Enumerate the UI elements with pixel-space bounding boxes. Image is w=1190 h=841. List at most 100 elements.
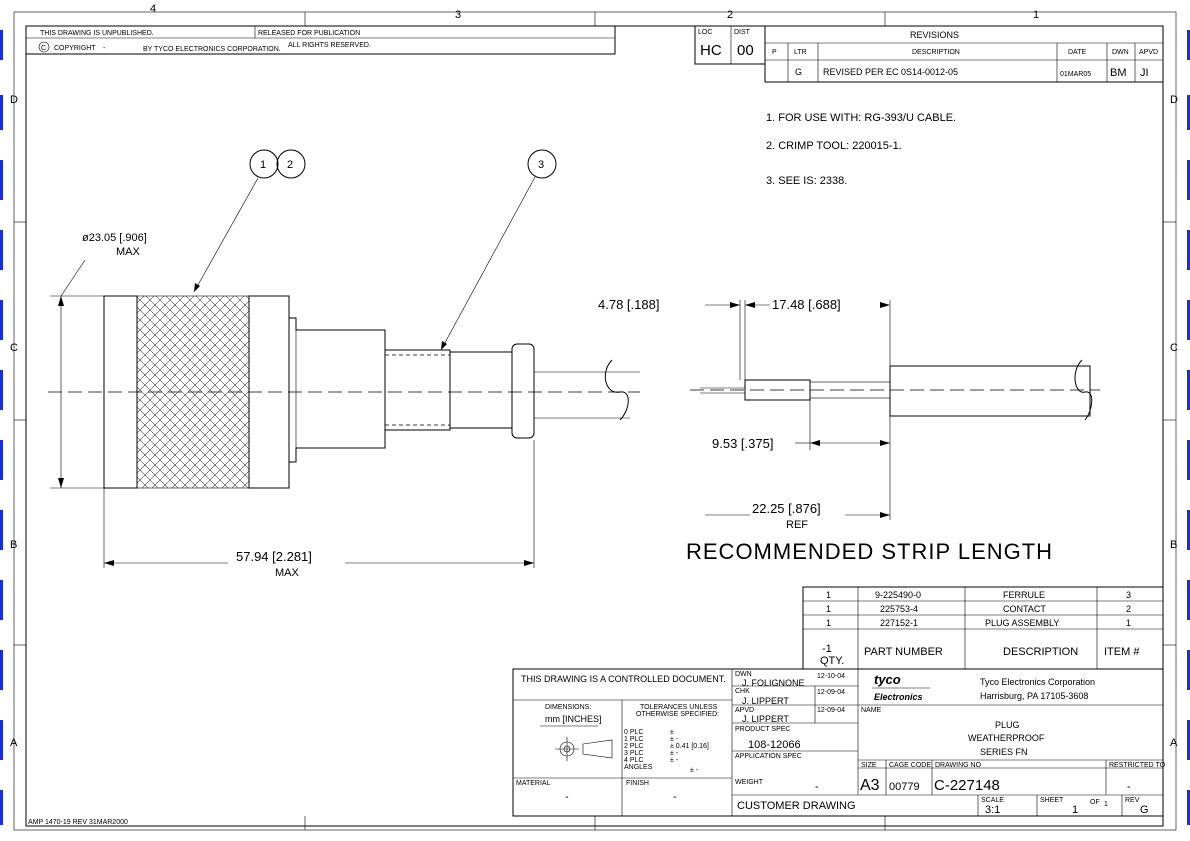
rev-header-dwn: DWN — [1112, 49, 1129, 56]
header-block: THIS DRAWING IS UNPUBLISHED. RELEASED FO… — [25, 25, 766, 65]
units-label: mm [INCHES] — [545, 714, 602, 724]
name-line-3: SERIES FN — [980, 747, 1028, 757]
name-line-1: PLUG — [995, 720, 1020, 730]
balloon-1-label: 1 — [260, 159, 266, 171]
loc-value: HC — [700, 42, 722, 59]
plug-assembly-drawing: ø23.05 [.906] MAX 57.94 [2.281] MAX — [48, 232, 640, 579]
note-3: 3. SEE IS: 2338. — [766, 175, 847, 187]
application-spec-label: APPLICATION SPEC — [735, 753, 802, 760]
size-label: SIZE — [861, 762, 877, 769]
size-value: A3 — [860, 777, 880, 794]
dist-label: DIST — [734, 29, 751, 36]
balloon-2-label: 2 — [287, 159, 293, 171]
chk-label: CHK — [735, 688, 750, 695]
plc-2-val: ± 0.41 [0.16] — [670, 743, 709, 750]
plc-0-val: ± — [670, 729, 674, 736]
bom-desc-3: FERRULE — [1003, 590, 1045, 600]
balloon-3 — [527, 149, 557, 179]
zone-side-a: A — [10, 737, 18, 749]
zone-side-a-right: A — [1170, 737, 1178, 749]
zone-side-c: C — [10, 342, 18, 354]
controlled-doc-text: THIS DRAWING IS A CONTROLLED DOCUMENT. — [521, 674, 726, 684]
bom-desc-2: CONTACT — [1003, 604, 1046, 614]
projection-symbol-icon — [555, 737, 613, 761]
length-max: MAX — [275, 567, 300, 579]
plc-2: 2 PLC — [624, 743, 643, 750]
svg-text:C: C — [41, 45, 46, 52]
company-name: Tyco Electronics Corporation — [980, 677, 1095, 687]
product-spec-label: PRODUCT SPEC — [735, 726, 791, 733]
apvd-name: J. LIPPERT — [742, 714, 789, 724]
zone-top-3: 3 — [455, 9, 461, 21]
notes: 1. FOR USE WITH: RG-393/U CABLE. 2. CRIM… — [766, 112, 956, 187]
bom-item-3: 3 — [1126, 590, 1131, 600]
copyright-label: COPYRIGHT — [54, 45, 96, 52]
company-logo-sub: Electronics — [874, 692, 923, 702]
weight-value: - — [815, 781, 819, 793]
bill-of-materials: 1 9-225490-0 FERRULE 3 1 225753-4 CONTAC… — [802, 586, 1164, 670]
plc-angles: ANGLES — [624, 764, 653, 771]
balloon-2 — [276, 149, 306, 179]
rev-header-apvd: APVD — [1139, 49, 1158, 56]
cage-value: 00779 — [889, 781, 920, 793]
dimensions-label: DIMENSIONS: — [545, 704, 591, 711]
note-2: 2. CRIMP TOOL: 220015-1. — [766, 140, 902, 152]
plc-angles-val: ± - — [690, 767, 699, 774]
rev-ltr: G — [795, 67, 802, 77]
bom-item-1: 1 — [1126, 618, 1131, 628]
strip-dim-b: 17.48 [.688] — [772, 297, 841, 312]
apvd-label: APVD — [735, 707, 754, 714]
bom-header-part: PART NUMBER — [864, 646, 943, 658]
of-value: 1 — [1104, 801, 1108, 808]
bom-qty-1: 1 — [826, 618, 831, 628]
released-text: RELEASED FOR PUBLICATION — [258, 30, 360, 37]
loc-label: LOC — [698, 29, 712, 36]
unpublished-text: THIS DRAWING IS UNPUBLISHED. — [40, 30, 154, 37]
sheet-label: SHEET — [1040, 797, 1064, 804]
dwn-date: 12-10-04 — [817, 673, 845, 680]
material-value: - — [565, 791, 569, 803]
zone-top-2: 2 — [727, 9, 733, 21]
drawing-no-label: DRAWING NO — [935, 762, 982, 769]
plc-4-val: ± - — [670, 757, 679, 764]
company-address: Harrisburg, PA 17105-3608 — [980, 691, 1088, 701]
name-line-2: WEATHERPROOF — [968, 733, 1045, 743]
plc-3: 3 PLC — [624, 750, 643, 757]
bom-qty-3: 1 — [826, 590, 831, 600]
name-label: NAME — [861, 707, 882, 714]
restricted-label: RESTRICTED TO — [1109, 762, 1166, 769]
plc-3-val: ± - — [670, 750, 679, 757]
strip-dim-a: 4.78 [.188] — [598, 297, 659, 312]
copyright-dash: - — [103, 45, 106, 52]
bom-item-2: 2 — [1126, 604, 1131, 614]
of-label: OF — [1090, 799, 1100, 806]
dwn-name: J. FOLIGNONE — [742, 678, 805, 688]
restricted-value: - — [1127, 781, 1131, 793]
rev-date: 01MAR05 — [1060, 71, 1091, 78]
plc-1-val: ± - — [670, 736, 679, 743]
balloon-3-label: 3 — [538, 159, 544, 171]
zone-top-1: 1 — [1033, 9, 1039, 21]
plc-4: 4 PLC — [624, 757, 643, 764]
zone-side-b: B — [10, 539, 17, 551]
balloon-1 — [249, 149, 279, 179]
strip-length-drawing: 4.78 [.188] 17.48 [.688] 9.53 [.375] 22.… — [598, 297, 1100, 564]
rev-header-ltr: LTR — [794, 49, 807, 56]
dwn-label: DWN — [735, 671, 752, 678]
strip-dim-c: 9.53 [.375] — [712, 436, 773, 451]
revisions-block: REVISIONS P LTR DESCRIPTION DATE DWN APV… — [764, 25, 1164, 83]
bom-qty-2: 1 — [826, 604, 831, 614]
zone-side-d: D — [10, 94, 18, 106]
balloon-group: 1 2 3 — [193, 149, 557, 351]
chk-date: 12-09-04 — [817, 689, 845, 696]
by-text: BY TYCO ELECTRONICS CORPORATION. — [143, 46, 281, 53]
drawing-no-value: C-227148 — [934, 777, 1000, 794]
finish-value: - — [673, 791, 677, 803]
form-id: AMP 1470-19 REV 31MAR2000 — [28, 819, 128, 826]
weight-label: WEIGHT — [735, 779, 764, 786]
zone-side-c-right: C — [1170, 342, 1178, 354]
scale-label: SCALE — [981, 797, 1004, 804]
title-block: THIS DRAWING IS A CONTROLLED DOCUMENT. D… — [512, 668, 1166, 817]
scale-value: 3:1 — [985, 804, 1000, 816]
